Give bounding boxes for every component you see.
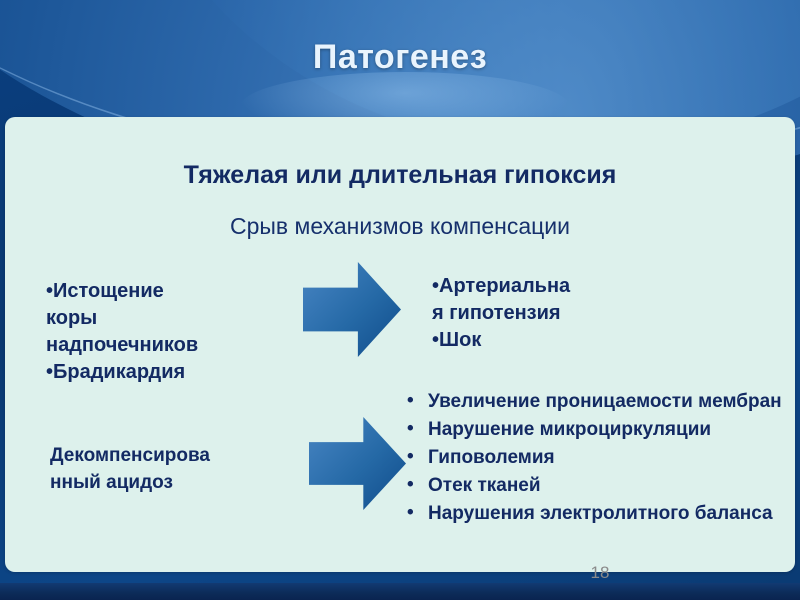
left-bottom-line-2: нный ацидоз: [50, 472, 173, 493]
list-item: Гиповолемия: [407, 443, 798, 471]
slide-title: Патогенез: [312, 38, 488, 76]
left-top-line-2: коры: [46, 307, 98, 329]
right-top-line-1: •Артериальна: [432, 275, 571, 297]
page-number: 18: [590, 563, 610, 582]
heading-primary: Тяжелая или длительная гипоксия: [183, 161, 617, 189]
left-top-line-1: •Истощение: [46, 280, 164, 302]
left-top-line-4: •Брадикардия: [46, 361, 186, 383]
list-item: Отек тканей: [407, 471, 798, 499]
right-column-bullet-list: Увеличение проницаемости мембран Нарушен…: [406, 387, 798, 528]
bullet-list: Увеличение проницаемости мембран Нарушен…: [406, 387, 798, 527]
footer-band: [0, 583, 800, 600]
right-top-line-3: •Шок: [432, 329, 482, 351]
list-item: Нарушения электролитного баланса: [407, 499, 798, 527]
left-column-top-block: •Истощение коры надпочечников •Брадикард…: [46, 278, 296, 386]
left-column-bottom-block: Декомпенсирова нный ацидоз: [50, 442, 300, 496]
left-bottom-line-1: Декомпенсирова: [50, 445, 210, 466]
list-item: Нарушение микроциркуляции: [407, 415, 798, 443]
list-item: Увеличение проницаемости мембран: [407, 387, 798, 415]
heading-secondary: Срыв механизмов компенсации: [229, 213, 570, 239]
right-top-line-2: я гипотензия: [432, 302, 561, 324]
left-top-line-3: надпочечников: [46, 334, 199, 356]
right-column-top-block: •Артериальна я гипотензия •Шок: [432, 273, 692, 354]
